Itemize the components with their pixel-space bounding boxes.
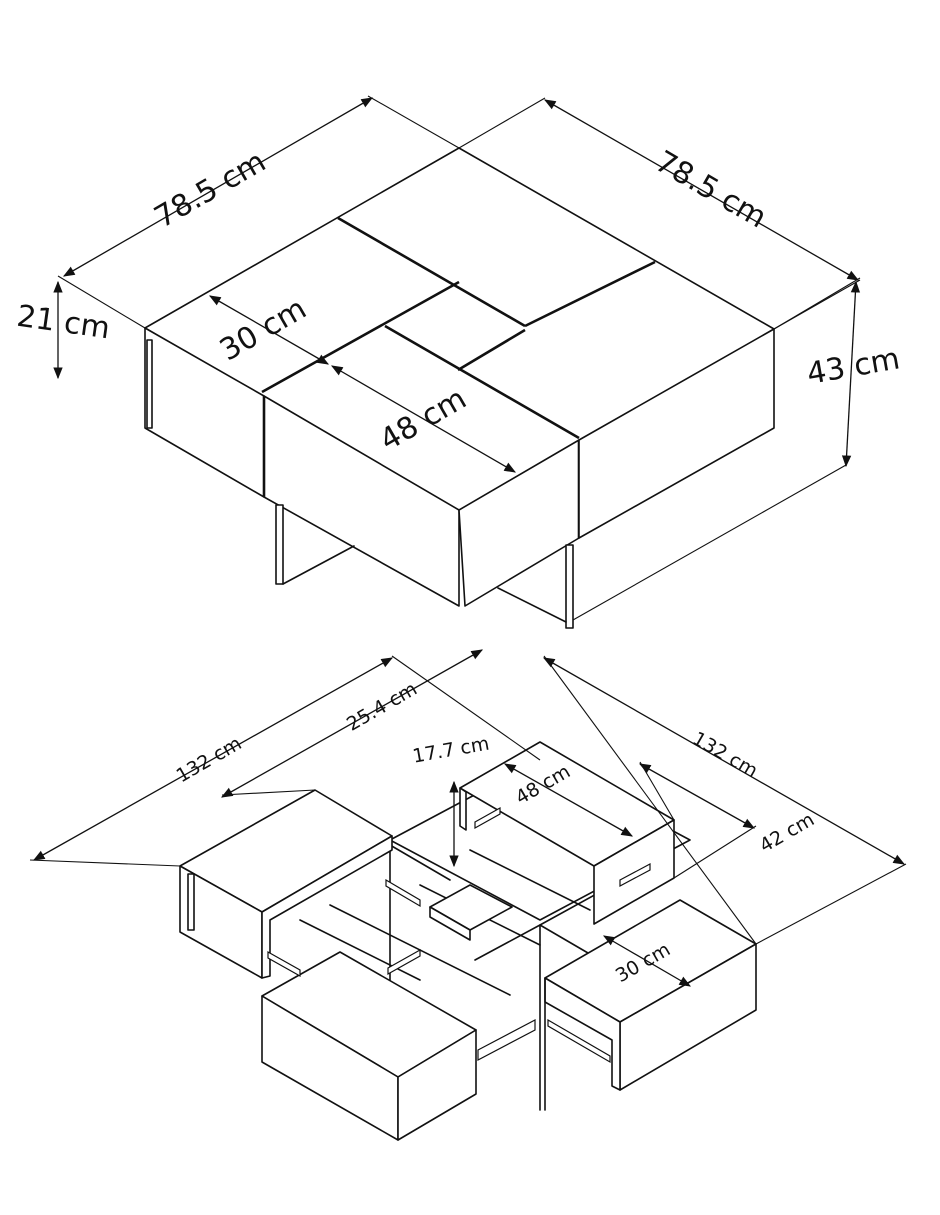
dim-span-right-line bbox=[542, 657, 906, 865]
dim-module-width: 42 cm bbox=[756, 808, 818, 857]
front-drawer-side bbox=[397, 1029, 477, 1141]
dim-height-top: 21 cm bbox=[15, 299, 112, 347]
dim-module-depth-line bbox=[208, 295, 330, 365]
dim-module-depth-b-line bbox=[602, 935, 692, 987]
back-drawer-front bbox=[459, 787, 467, 831]
center-panel-edge bbox=[429, 906, 471, 941]
closed-table: 78.5 cm 78.5 cm 43 cm 21 cm 30 cm 48 cm bbox=[15, 95, 902, 629]
dim-width-right: 78.5 cm bbox=[649, 144, 772, 235]
dim-drawer-depth: 17.7 cm bbox=[411, 733, 491, 768]
top-joint-3 bbox=[261, 280, 460, 394]
dim-module-length-line bbox=[330, 365, 517, 473]
leg-left-panel bbox=[282, 545, 355, 585]
dim-module-width-line bbox=[638, 763, 756, 829]
dim-width-left: 78.5 cm bbox=[149, 144, 272, 235]
dim-inner-gap-line bbox=[220, 649, 484, 798]
leg-right bbox=[565, 544, 574, 629]
center-frame-inner-8 bbox=[469, 849, 591, 911]
far-right-face bbox=[578, 328, 775, 539]
dim-width-right-line bbox=[543, 99, 860, 281]
top-joint-5 bbox=[457, 328, 526, 372]
open-table: 132 cm 132 cm 25.4 cm 17.7 cm 48 cm 42 c… bbox=[29, 649, 907, 1141]
center-frame-inner-3 bbox=[474, 924, 601, 961]
dim-inner-gap: 25.4 cm bbox=[343, 678, 421, 736]
dim-height-total-line bbox=[841, 280, 861, 468]
left-drawer-side-panel bbox=[187, 873, 195, 931]
center-frame-inner-6 bbox=[299, 919, 421, 981]
dim-span-left: 132 cm bbox=[173, 732, 246, 787]
dim-span-right: 132 cm bbox=[689, 727, 762, 782]
dim-height-total: 43 cm bbox=[804, 341, 902, 392]
leg-left bbox=[275, 504, 284, 585]
leg-right-panel bbox=[497, 587, 567, 623]
drawer-rails bbox=[267, 806, 651, 1064]
left-side-face bbox=[146, 339, 153, 429]
dim-width-left-line bbox=[62, 97, 374, 277]
dim-module-length-b-line bbox=[503, 763, 634, 837]
